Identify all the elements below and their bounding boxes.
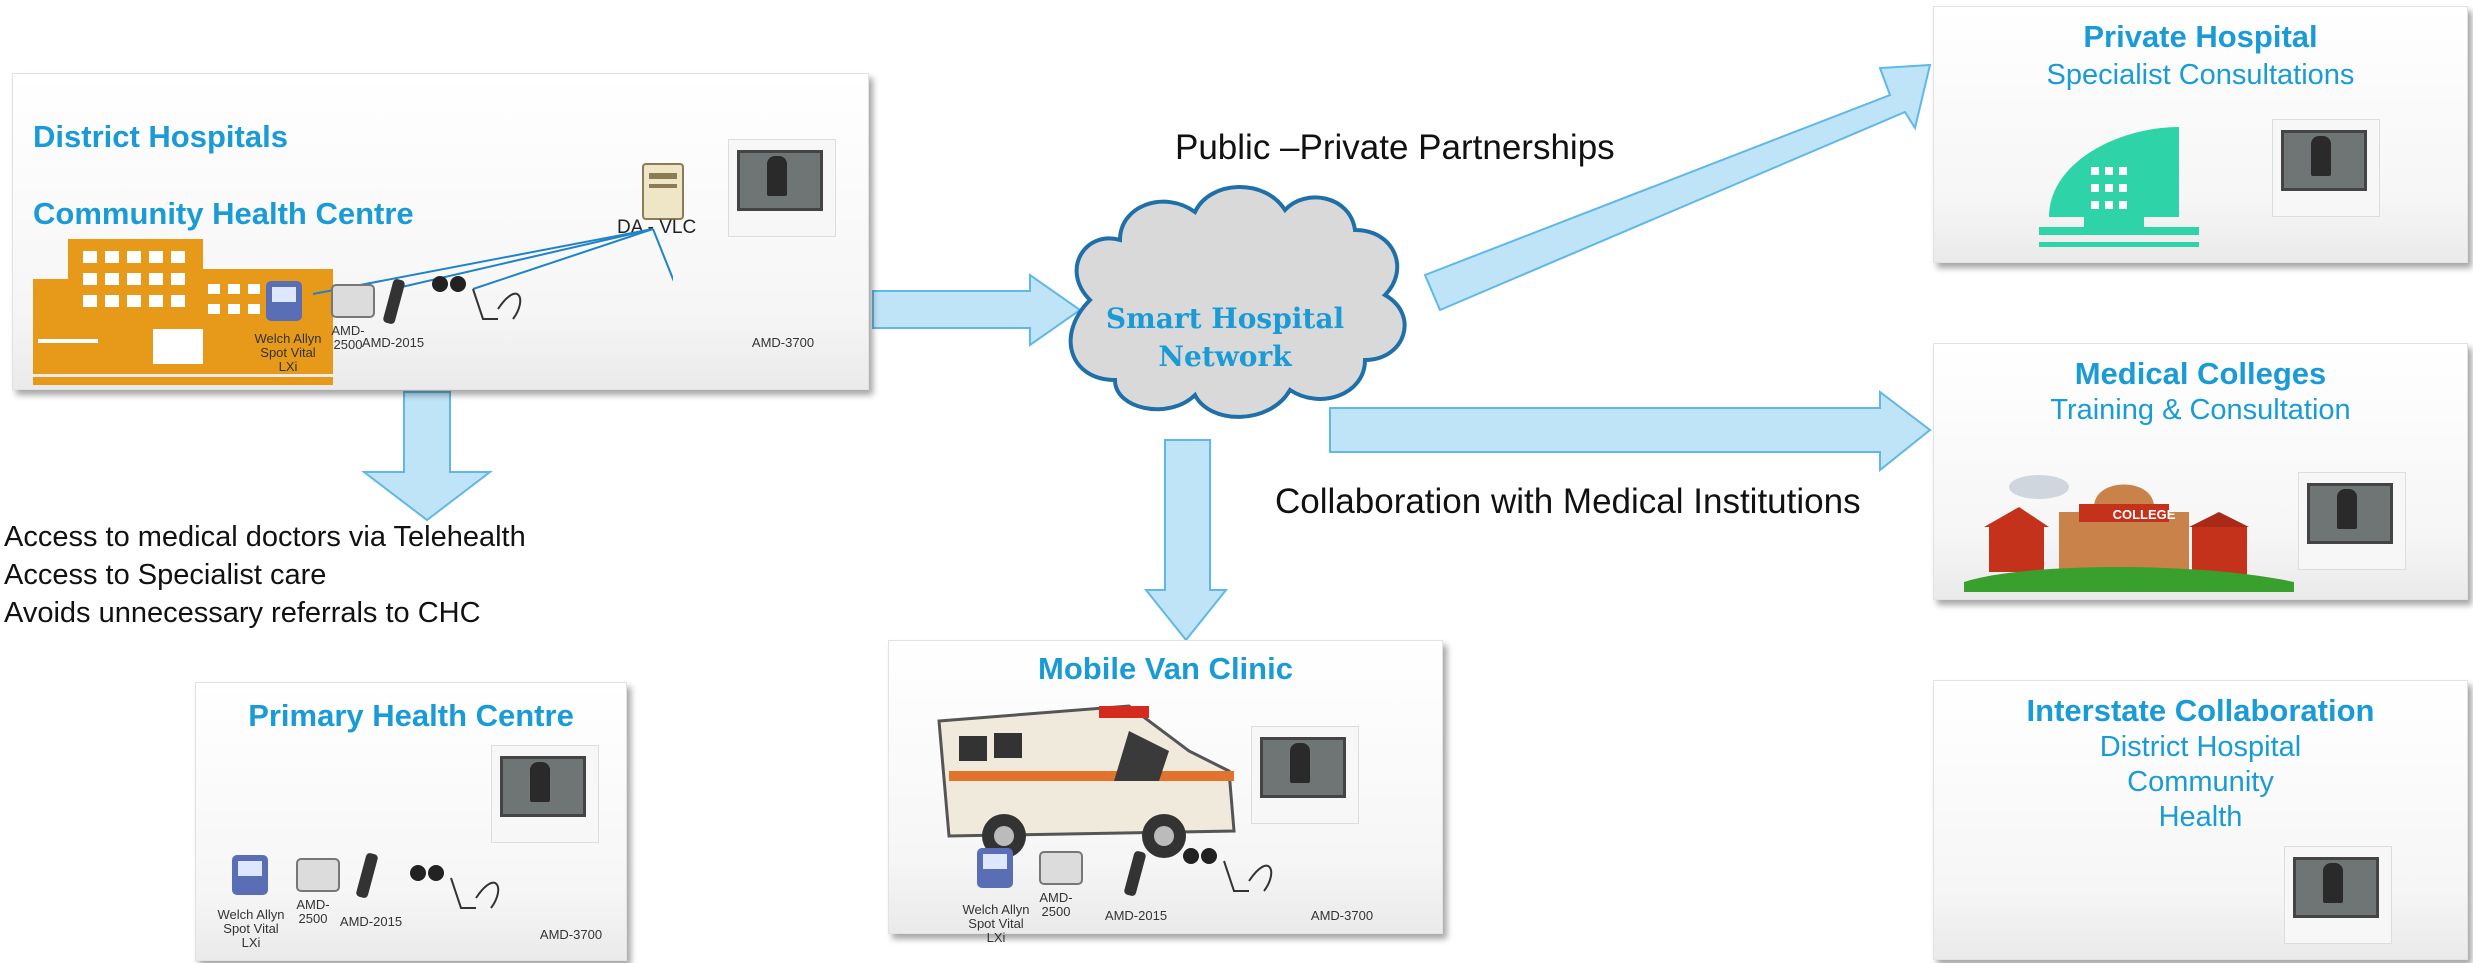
network-label-line2: Network xyxy=(1158,340,1292,373)
device-connection-lines xyxy=(312,228,673,295)
device-label-amd-2015: AMD-2015 xyxy=(1104,908,1168,923)
medical-colleges-panel: Medical Colleges Training & Consultation… xyxy=(1933,343,2468,600)
camera-icon xyxy=(331,284,375,318)
device-label-amd-3700: AMD-3700 xyxy=(1310,908,1374,923)
device-label-welch-allyn: Welch Allyn Spot Vital LXi xyxy=(962,902,1030,945)
benefit-item: Access to medical doctors via Telehealth xyxy=(4,521,526,553)
district-hospital-panel: District Hospitals Community Health Cent… xyxy=(12,73,869,390)
mobile-title: Mobile Van Clinic xyxy=(1038,651,1293,686)
server-icon xyxy=(642,163,684,220)
college-buildings-icon xyxy=(1964,475,2294,592)
arrow-district-to-network xyxy=(872,273,1082,347)
camera-icon xyxy=(296,858,340,892)
private-subtitle: Specialist Consultations xyxy=(2046,59,2355,91)
device-label-amd-2015: AMD-2015 xyxy=(361,335,425,350)
ppp-label: Public –Private Partnerships xyxy=(1175,128,1615,167)
hospital-building-icon xyxy=(33,239,333,385)
mobile-van-panel: Mobile Van Clinic Welch Allyn Spot Vital… xyxy=(888,640,1443,945)
colleges-title: Medical Colleges xyxy=(2074,356,2327,391)
stethoscope-icon xyxy=(1183,848,1273,892)
video-conference-icon xyxy=(491,745,599,843)
vital-monitor-icon xyxy=(224,853,279,901)
collab-label: Collaboration with Medical Institutions xyxy=(1275,482,1861,521)
private-hospital-building-icon xyxy=(2039,127,2199,247)
benefit-item: Avoids unnecessary referrals to CHC xyxy=(4,597,481,629)
stethoscope-icon xyxy=(410,865,500,909)
interstate-title: Interstate Collaboration xyxy=(2026,693,2375,728)
phc-title: Primary Health Centre xyxy=(248,698,574,733)
college-sign-text: COLLEGE xyxy=(2112,507,2176,522)
arrow-district-to-phc xyxy=(361,391,493,522)
vital-monitor-icon xyxy=(969,846,1024,894)
interstate-line-3: Health xyxy=(2158,801,2243,833)
ambulance-van-icon xyxy=(937,704,1236,858)
video-conference-icon xyxy=(1251,726,1359,824)
interstate-panel: Interstate Collaboration District Hospit… xyxy=(1933,680,2468,960)
phc-panel: Primary Health Centre Welch Allyn Spot V… xyxy=(195,682,627,961)
benefits-list: Access to medical doctors via Telehealth… xyxy=(4,518,526,632)
video-conference-icon xyxy=(728,139,836,237)
device-label-amd-3700: AMD-3700 xyxy=(751,335,815,350)
arrow-network-to-colleges xyxy=(1329,389,1932,473)
camera-icon xyxy=(1039,851,1083,885)
chc-title: Community Health Centre xyxy=(33,196,414,231)
arrow-network-to-mobile xyxy=(1143,439,1229,642)
network-label-line1: Smart Hospital xyxy=(1105,302,1345,335)
device-label-amd-2500: AMD-2500 xyxy=(296,897,330,926)
interstate-line-2: Community xyxy=(2127,766,2274,798)
otoscope-icon xyxy=(355,852,379,899)
stethoscope-icon xyxy=(432,276,522,320)
device-label-amd-3700: AMD-3700 xyxy=(539,927,603,942)
device-label-welch-allyn: Welch Allyn Spot Vital LXi xyxy=(254,331,322,374)
device-label-welch-allyn: Welch Allyn Spot Vital LXi xyxy=(217,907,285,950)
network-label: Smart Hospital Network xyxy=(1100,300,1350,376)
arrow-network-to-private xyxy=(1423,63,1932,312)
interstate-line-1: District Hospital xyxy=(2099,731,2302,763)
video-conference-icon xyxy=(2284,846,2392,944)
private-title: Private Hospital xyxy=(2083,19,2318,54)
video-conference-icon xyxy=(2298,472,2406,570)
district-title: District Hospitals xyxy=(33,119,288,154)
ambulance-icon xyxy=(273,349,313,373)
device-label-amd-2500: AMD-2500 xyxy=(331,323,365,352)
benefit-item: Access to Specialist care xyxy=(4,559,327,591)
private-hospital-panel: Private Hospital Specialist Consultation… xyxy=(1933,6,2468,263)
video-conference-icon xyxy=(2272,119,2380,217)
colleges-subtitle: Training & Consultation xyxy=(2050,394,2351,426)
network-cloud xyxy=(1068,185,1407,419)
device-label-amd-2500: AMD-2500 xyxy=(1039,890,1073,919)
vital-monitor-icon xyxy=(258,279,313,327)
device-label-amd-2015: AMD-2015 xyxy=(339,914,403,929)
